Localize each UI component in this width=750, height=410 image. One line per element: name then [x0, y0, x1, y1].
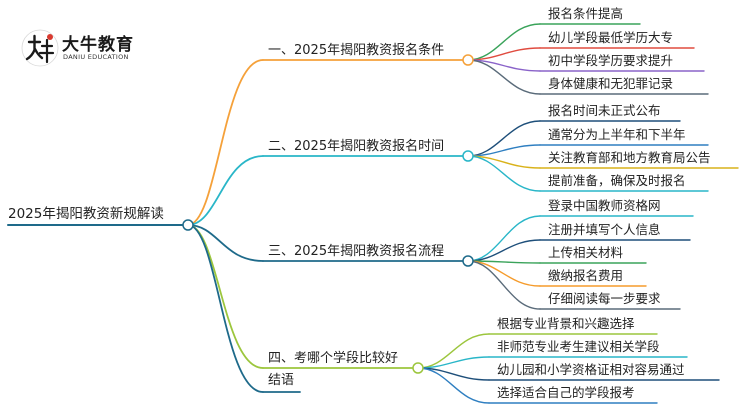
leaf-3-2: 注册并填写个人信息: [548, 222, 661, 237]
leaf-2-3: 关注教育部和地方教育局公告: [548, 150, 711, 165]
leaf-1-1: 报名条件提高: [548, 6, 624, 21]
leaf-1-4: 身体健康和无犯罪记录: [548, 76, 674, 91]
leaf-3-2-curve: [467, 239, 541, 262]
branch-3-node: [462, 255, 474, 267]
leaf-3-4: 缴纳报名费用: [548, 268, 624, 283]
leaf-3-1: 登录中国教师资格网: [548, 198, 661, 213]
leaf-2-4: 提前准备，确保及时报名: [548, 173, 686, 188]
root-node: [182, 219, 194, 231]
leaf-2-4-curve: [467, 155, 541, 192]
branch-2-curve: [187, 155, 264, 226]
branch-5-title: 结语: [268, 373, 295, 388]
leaf-2-2: 通常分为上半年和下半年: [548, 127, 686, 142]
leaf-1-3: 初中学段学历要求提升: [548, 53, 674, 68]
leaf-3-3: 上传相关材料: [548, 245, 624, 260]
logo-title: 大牛教育: [62, 35, 134, 55]
branch-2-title: 二、2025年揭阳教资报名时间: [268, 139, 445, 154]
leaf-4-3: 幼儿园和小学资格证相对容易通过: [497, 362, 685, 377]
leaf-3-4-curve: [467, 260, 541, 287]
branch-2-node: [462, 150, 474, 162]
leaf-3-5: 仔细阅读每一步要求: [548, 291, 661, 306]
root-topic: 2025年揭阳教资新规解读: [8, 206, 164, 222]
leaf-3-5-curve: [467, 260, 541, 310]
branch-3-title: 三、2025年揭阳教资报名流程: [268, 244, 445, 259]
branch-5-curve: [187, 224, 264, 393]
leaf-1-1-curve: [467, 23, 541, 61]
branch-4-node: [412, 362, 424, 374]
leaf-4-1: 根据专业背景和兴趣选择: [497, 316, 635, 331]
branch-4-title: 四、考哪个学段比较好: [268, 351, 399, 366]
logo: 大牛教育 DANIU EDUCATION: [20, 26, 170, 70]
logo-subtitle: DANIU EDUCATION: [63, 53, 129, 61]
branch-1-title: 一、2025年揭阳教资报名条件: [268, 43, 445, 58]
leaf-3-1-curve: [467, 215, 541, 262]
leaf-4-4: 选择适合自己的学段报考: [497, 385, 635, 400]
daniu-logo-icon: [21, 29, 59, 67]
leaf-4-2: 非师范专业考生建议相关学段: [497, 339, 660, 354]
branch-1-node: [462, 54, 474, 66]
branch-1-curve: [187, 59, 264, 226]
leaf-1-4-curve: [467, 59, 541, 95]
leaf-2-1: 报名时间未正式公布: [548, 103, 661, 118]
leaf-1-2: 幼儿学段最低学历大专: [548, 30, 674, 45]
branch-3-curve: [187, 224, 264, 262]
leaf-4-4-curve: [417, 367, 490, 404]
